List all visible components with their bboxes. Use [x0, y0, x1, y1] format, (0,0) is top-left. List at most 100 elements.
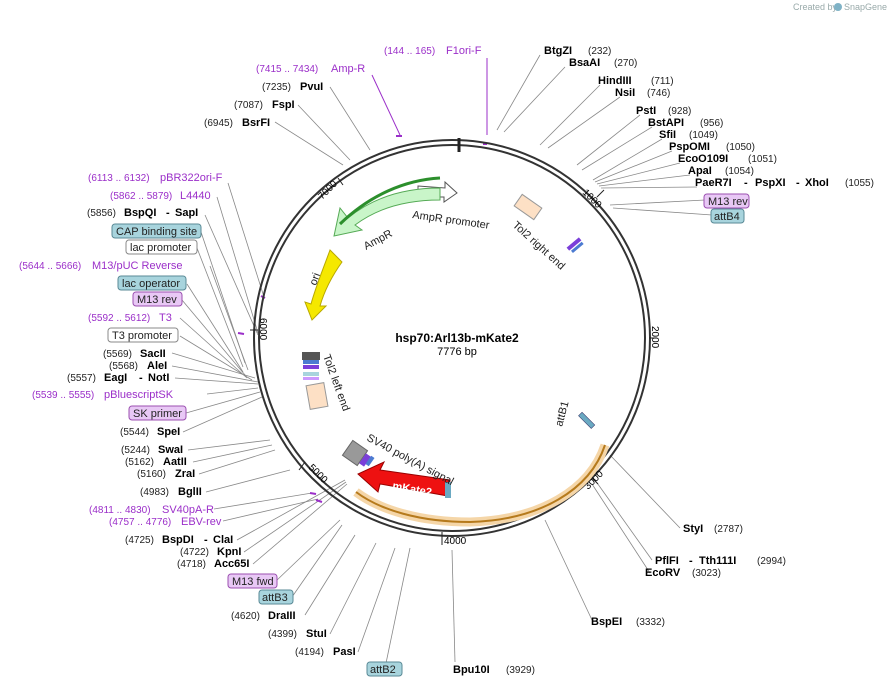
feature-box-lac-promoter — [125, 239, 198, 255]
enzyme-pasi: PasI — [333, 646, 356, 658]
enzyme-pos: (2787) — [714, 524, 743, 535]
enzyme-pos: (5568) — [109, 361, 138, 372]
feature-box-t3-promoter — [107, 327, 179, 343]
primer-marks-top — [237, 135, 487, 503]
mkate2-end-mark — [445, 482, 451, 498]
feature-m13-fwd: M13 fwd — [232, 576, 274, 588]
right-label-column: BtgZI (232) BsaAI (270) HindIII (711) Ns… — [453, 45, 874, 676]
enzyme-bsaai: BsaAI — [569, 57, 600, 69]
feature-m13-rev-right: M13 rev — [708, 196, 748, 208]
enzyme-tth111i: Tth111I — [699, 555, 736, 567]
enzyme-ecorv: EcoRV — [645, 567, 681, 579]
enzyme-pos: (232) — [588, 46, 611, 57]
enzyme-pos: (3929) — [506, 665, 535, 676]
feature-box-m13-fwd — [227, 573, 278, 589]
primer-pos: (6113 .. 6132) — [88, 173, 150, 184]
enzyme-bspqi: BspQI — [124, 207, 156, 219]
primer-name: F1ori-F — [446, 45, 482, 57]
enzyme-styi: StyI — [683, 523, 703, 535]
primer-pos: (4757 .. 4776) — [109, 517, 171, 528]
attb1-label: attB1 — [553, 400, 571, 428]
enzyme-bglii: BglII — [178, 486, 202, 498]
enzyme-nsii: NsiI — [615, 87, 635, 99]
ampr-label: AmpR — [362, 228, 395, 253]
tick-2000: 2000 — [649, 326, 660, 349]
enzyme-paer7i: PaeR7I — [695, 177, 732, 189]
primer-leaders — [371, 58, 488, 136]
feature-lac-operator: lac operator — [122, 278, 180, 290]
leader-lines — [171, 54, 713, 669]
plasmid-length: 7776 bp — [437, 346, 477, 358]
enzyme-pos: (711) — [651, 76, 674, 87]
feature-cap-binding-site: CAP binding site — [116, 226, 197, 238]
enzyme-pos: (4620) — [231, 611, 260, 622]
feature-box-attb3 — [258, 589, 294, 605]
enzyme-psti: PstI — [636, 105, 656, 117]
feature-box-m13-rev-left — [132, 291, 183, 307]
sv40-marks — [359, 453, 375, 467]
ampr-highlight — [338, 176, 441, 226]
primer-sv40pa-r: SV40pA-R — [162, 504, 214, 516]
orange-arc-line — [355, 444, 606, 524]
enzyme-pos: (270) — [614, 58, 637, 69]
enzyme-stui: StuI — [306, 628, 327, 640]
enzyme-acc65i: Acc65I — [214, 558, 249, 570]
primer-m13-puc-reverse: M13/pUC Reverse — [92, 260, 182, 272]
enzyme-btgzi: BtgZI — [544, 45, 572, 57]
enzyme-clai: ClaI — [213, 534, 233, 546]
tol2-right-label: Tol2 right end — [510, 219, 567, 272]
primer-pos: (5539 .. 5555) — [32, 390, 94, 401]
enzyme-pos: (5244) — [121, 445, 150, 456]
feature-attb4: attB4 — [714, 211, 740, 223]
enzyme-bsrfi: BsrFI — [242, 117, 270, 129]
enzyme-pspomi: PspOMI — [669, 141, 710, 153]
right-small-features — [566, 237, 584, 254]
enzyme-hindiii: HindIII — [598, 75, 632, 87]
enzyme-pos: (2994) — [757, 556, 786, 567]
primer-name: Amp-R — [331, 63, 365, 75]
feature-m13-rev-left: M13 rev — [137, 294, 177, 306]
enzyme-pos: (746) — [647, 88, 670, 99]
feature-box-sk-primer — [128, 405, 187, 421]
feature-t3-promoter: T3 promoter — [112, 330, 172, 342]
primer-amp-r: (7415 .. 7434) Amp-R — [256, 63, 365, 75]
snapgene-logo-icon — [834, 3, 842, 11]
enzyme-noti: NotI — [148, 372, 169, 384]
tick-6000: 6000 — [257, 318, 268, 341]
plasmid-name: hsp70:Arl13b-mKate2 — [395, 331, 519, 345]
enzyme-pflfi: PflFI — [655, 555, 679, 567]
feature-lac-promoter: lac promoter — [130, 242, 191, 254]
attb1-mark — [578, 411, 596, 429]
tick-4000: 4000 — [444, 536, 467, 547]
mkate2-arrow — [357, 460, 451, 497]
ori-label: ori — [308, 271, 323, 287]
enzyme-pos: (928) — [668, 106, 691, 117]
enzyme-dash: - — [744, 177, 748, 189]
ampr-promoter-label: AmpR promoter — [412, 209, 491, 232]
enzyme-alei: AleI — [147, 360, 167, 372]
enzyme-pos: (1050) — [726, 142, 755, 153]
enzyme-dash: - — [689, 555, 693, 567]
enzyme-kpni: KpnI — [217, 546, 241, 558]
enzyme-pvui: PvuI — [300, 81, 323, 93]
primer-pos: (5592 .. 5612) — [88, 313, 150, 324]
primer-ebv-rev: EBV-rev — [181, 516, 222, 528]
enzyme-pspxi: PspXI — [755, 177, 786, 189]
enzyme-aatii: AatII — [163, 456, 187, 468]
enzyme-pos: (4983) — [140, 487, 169, 498]
primer-l4440: L4440 — [180, 190, 211, 202]
enzyme-draiii: DraIII — [268, 610, 296, 622]
enzyme-spei: SpeI — [157, 426, 180, 438]
enzyme-pos: (1049) — [689, 130, 718, 141]
enzyme-pos: (7235) — [262, 82, 291, 93]
enzyme-pos: (5162) — [125, 457, 154, 468]
feature-box-attb2 — [366, 661, 403, 677]
enzyme-sfii: SfiI — [659, 129, 676, 141]
feature-box-cap-binding-site — [111, 223, 202, 239]
enzyme-pos: (5160) — [137, 469, 166, 480]
enzyme-pos: (5569) — [103, 349, 132, 360]
enzyme-pos: (4399) — [268, 629, 297, 640]
feature-sk-primer: SK primer — [133, 408, 182, 420]
enzyme-pos: (1051) — [748, 154, 777, 165]
